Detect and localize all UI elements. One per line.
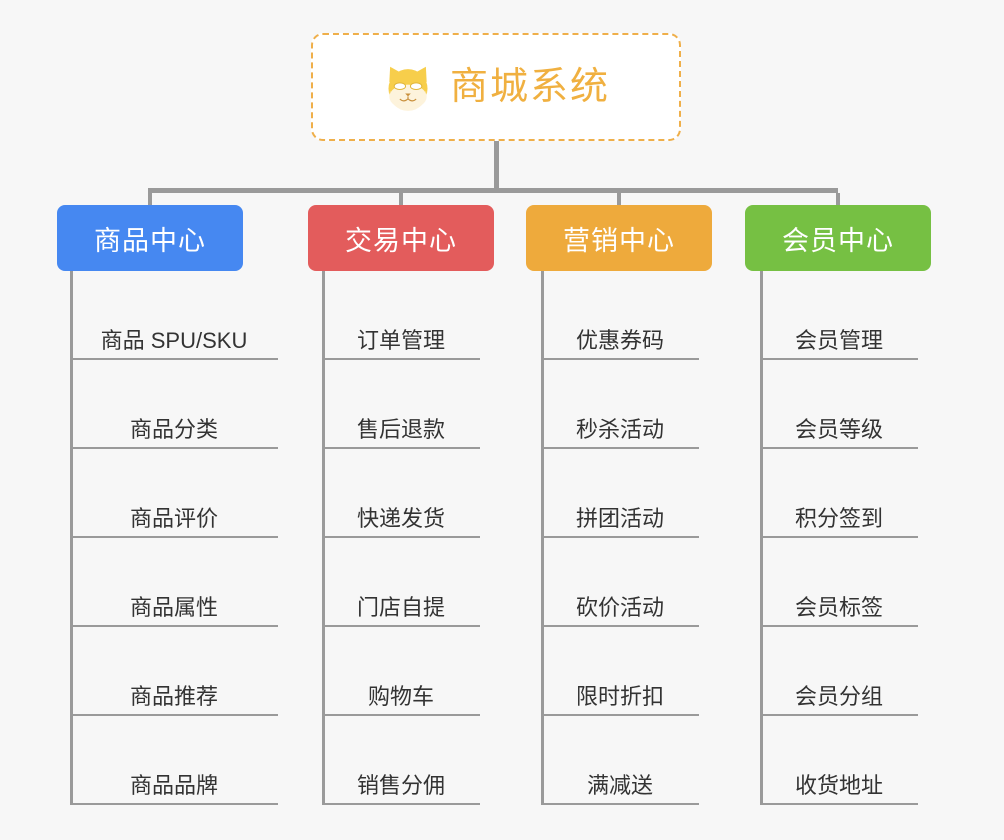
leaf-item[interactable]: 会员管理 [760, 271, 918, 360]
leaf-item-label: 会员标签 [794, 594, 883, 620]
branch-column-3: 优惠券码秒杀活动拼团活动砍价活动限时折扣满减送 [541, 271, 699, 805]
connector-branch-drop-4 [836, 193, 840, 205]
connector-column-spine-2 [322, 271, 325, 805]
leaf-item-label: 会员分组 [794, 683, 883, 709]
connector-column-spine-1 [70, 271, 73, 805]
leaf-item-label: 商品品牌 [129, 772, 218, 798]
leaf-item[interactable]: 优惠券码 [541, 271, 699, 360]
leaf-item-label: 砍价活动 [575, 594, 664, 620]
leaf-item-label: 秒杀活动 [575, 416, 664, 442]
leaf-item-label: 商品推荐 [129, 683, 218, 709]
leaf-item-label: 收货地址 [794, 772, 883, 798]
leaf-item[interactable]: 售后退款 [322, 360, 480, 449]
leaf-item[interactable]: 限时折扣 [541, 627, 699, 716]
branch-node-label: 交易中心 [345, 225, 457, 256]
leaf-item-label: 门店自提 [356, 594, 445, 620]
leaf-item[interactable]: 会员分组 [760, 627, 918, 716]
leaf-item[interactable]: 会员等级 [760, 360, 918, 449]
leaf-item[interactable]: 订单管理 [322, 271, 480, 360]
connector-column-spine-3 [541, 271, 544, 805]
leaf-item-label: 满减送 [586, 772, 653, 798]
leaf-item-label: 商品分类 [129, 416, 218, 442]
leaf-item[interactable]: 商品品牌 [70, 716, 278, 805]
leaf-item[interactable]: 商品分类 [70, 360, 278, 449]
branch-node-4[interactable]: 会员中心 [745, 205, 931, 271]
leaf-item[interactable]: 快递发货 [322, 449, 480, 538]
branch-column-1: 商品 SPU/SKU 商品分类商品评价商品属性商品推荐商品品牌 [70, 271, 278, 805]
leaf-item-label: 商品属性 [129, 594, 218, 620]
connector-root-stem [494, 141, 499, 191]
leaf-item-label: 购物车 [367, 683, 434, 709]
connector-column-spine-4 [760, 271, 763, 805]
connector-branch-drop-3 [617, 193, 621, 205]
leaf-item[interactable]: 收货地址 [760, 716, 918, 805]
leaf-item[interactable]: 会员标签 [760, 538, 918, 627]
branch-node-3[interactable]: 营销中心 [526, 205, 712, 271]
leaf-item-label: 快递发货 [356, 505, 445, 531]
connector-horizontal-bus [148, 188, 838, 193]
leaf-item[interactable]: 积分签到 [760, 449, 918, 538]
leaf-item-label: 订单管理 [356, 327, 445, 353]
leaf-item[interactable]: 商品推荐 [70, 627, 278, 716]
leaf-item-label: 销售分佣 [356, 772, 445, 798]
leaf-item[interactable]: 商品属性 [70, 538, 278, 627]
leaf-item[interactable]: 秒杀活动 [541, 360, 699, 449]
branch-node-label: 营销中心 [563, 225, 675, 256]
leaf-item[interactable]: 销售分佣 [322, 716, 480, 805]
leaf-item-label: 积分签到 [794, 505, 883, 531]
leaf-item[interactable]: 拼团活动 [541, 449, 699, 538]
leaf-item[interactable]: 砍价活动 [541, 538, 699, 627]
leaf-item-label: 商品评价 [129, 505, 218, 531]
leaf-item-label: 会员管理 [794, 327, 883, 353]
leaf-item[interactable]: 满减送 [541, 716, 699, 805]
leaf-item[interactable]: 商品评价 [70, 449, 278, 538]
branch-node-label: 商品中心 [94, 225, 206, 256]
branch-column-2: 订单管理售后退款快递发货门店自提购物车销售分佣 [322, 271, 480, 805]
leaf-item-label: 商品 SPU/SKU [100, 327, 248, 353]
branch-column-4: 会员管理会员等级积分签到会员标签会员分组收货地址 [760, 271, 918, 805]
leaf-item[interactable]: 门店自提 [322, 538, 480, 627]
leaf-item-label: 拼团活动 [575, 505, 664, 531]
root-node[interactable]: 商城系统 [311, 33, 681, 141]
leaf-item-label: 限时折扣 [575, 683, 664, 709]
leaf-item-label: 会员等级 [794, 416, 883, 442]
branch-node-2[interactable]: 交易中心 [308, 205, 494, 271]
connector-branch-drop-1 [148, 193, 152, 205]
leaf-item-label: 优惠券码 [575, 327, 664, 353]
connector-branch-drop-2 [399, 193, 403, 205]
branch-node-label: 会员中心 [782, 225, 894, 256]
shiba-dog-icon [388, 66, 428, 111]
leaf-item[interactable]: 商品 SPU/SKU [70, 271, 278, 360]
leaf-item-label: 售后退款 [356, 416, 445, 442]
branch-node-1[interactable]: 商品中心 [57, 205, 243, 271]
leaf-item[interactable]: 购物车 [322, 627, 480, 716]
root-title: 商城系统 [449, 66, 610, 108]
